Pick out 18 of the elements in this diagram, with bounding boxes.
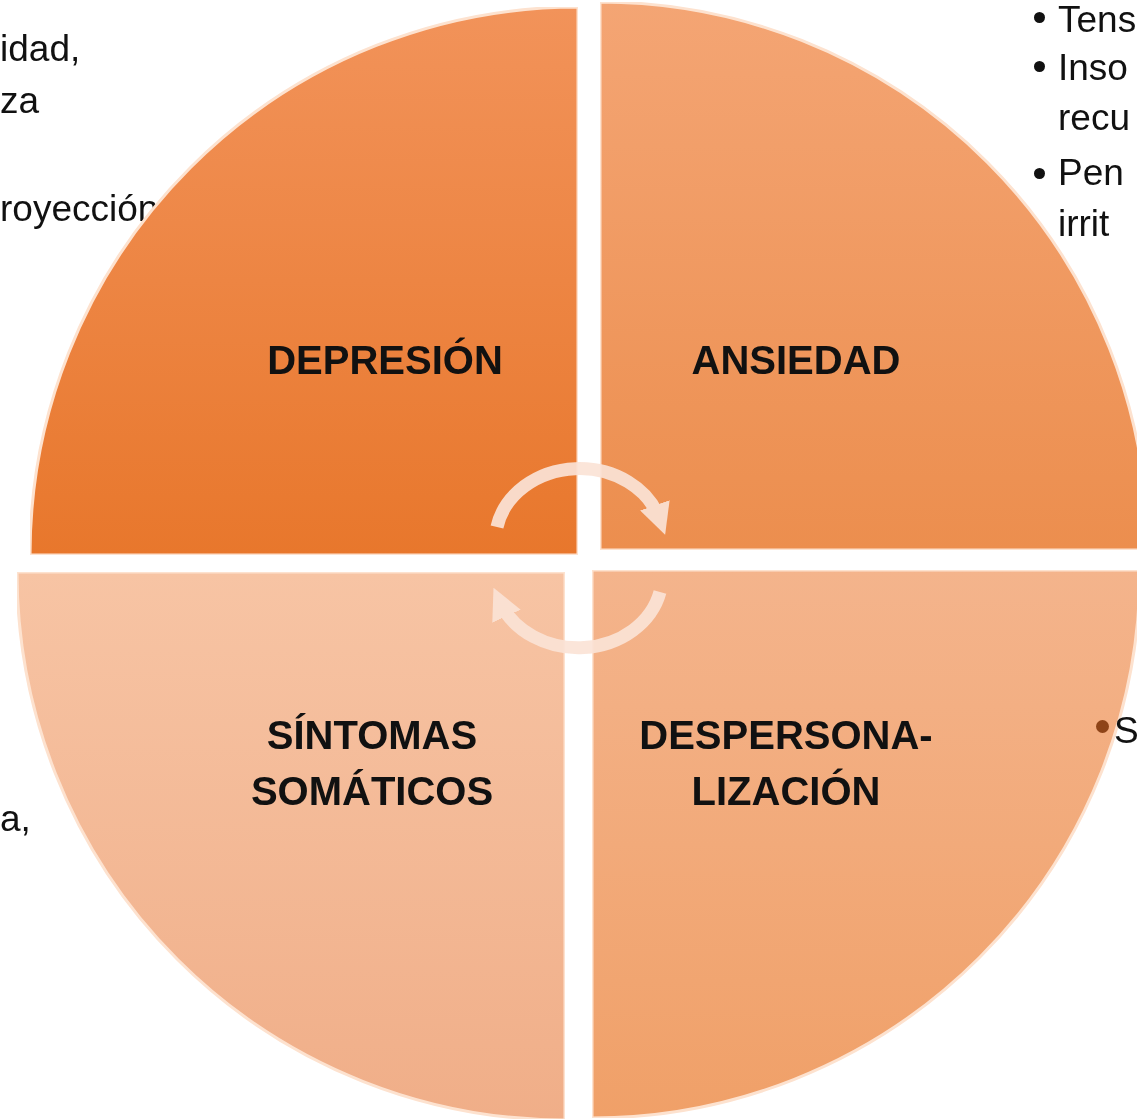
- text-fragment: irrit: [1058, 205, 1110, 242]
- text-fragment: idad,: [0, 30, 81, 67]
- text-fragment: S: [1114, 712, 1137, 749]
- text-fragment: royección: [0, 190, 159, 227]
- text-fragment: recu: [1058, 99, 1130, 136]
- cycle-arrow: [492, 588, 667, 655]
- quadrant-title: DEPRESIÓN: [266, 336, 504, 384]
- text-fragment: Tens: [1058, 1, 1137, 38]
- text-fragment: Inso: [1058, 49, 1128, 86]
- text-fragment: Pen: [1058, 154, 1124, 191]
- cycle-arrow: [490, 462, 669, 535]
- quadrant-title: DESPERSONA- LIZACIÓN: [638, 712, 934, 815]
- quadrant-segment: [592, 570, 1137, 1118]
- quadrant-title: SÍNTOMAS SOMÁTICOS: [249, 712, 495, 815]
- quadrant-segment: [600, 2, 1137, 550]
- quadrant-title: ANSIEDAD: [690, 337, 902, 384]
- text-fragment: za: [0, 82, 40, 119]
- text-fragment: a,: [0, 800, 31, 837]
